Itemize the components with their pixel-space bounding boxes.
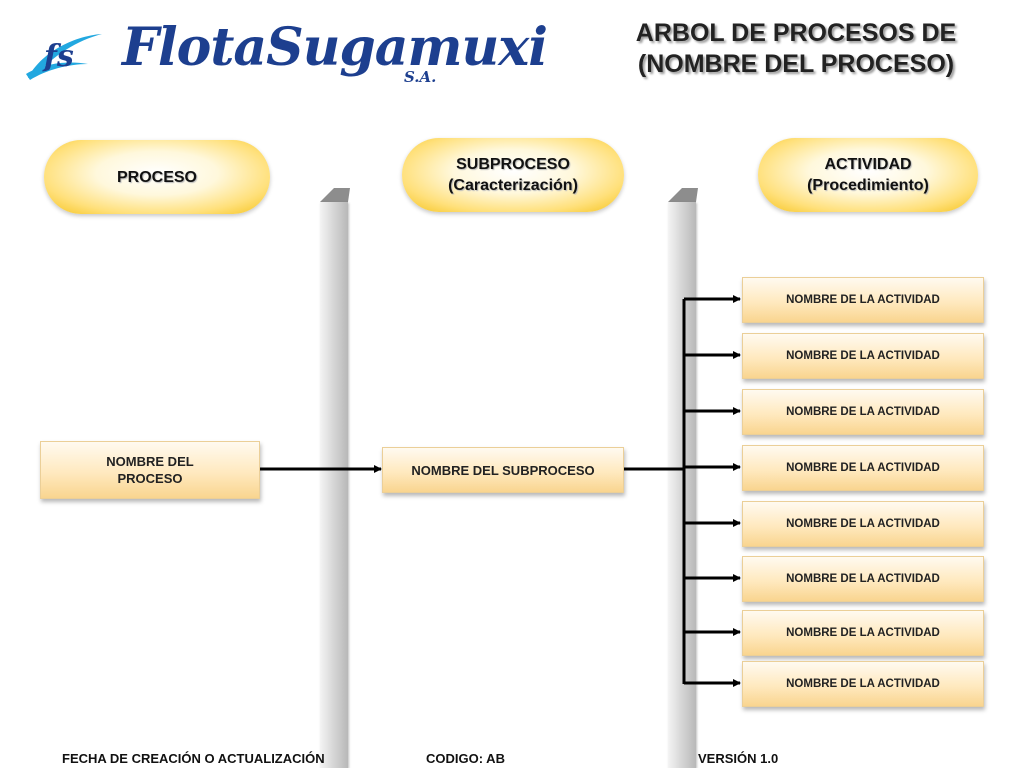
title-line-2: (NOMBRE DEL PROCESO) — [637, 50, 955, 79]
separator-bar-2-top — [668, 188, 698, 202]
logo-mark-text: fs — [42, 39, 74, 74]
proceso-box: NOMBRE DEL PROCESO — [40, 441, 260, 499]
actividad-label-3: NOMBRE DE LA ACTIVIDAD — [786, 406, 940, 418]
header-actividad-label: ACTIVIDAD — [824, 156, 912, 173]
actividad-label-4: NOMBRE DE LA ACTIVIDAD — [786, 462, 940, 474]
separator-bar-1-top — [320, 188, 350, 202]
actividad-box-4: NOMBRE DE LA ACTIVIDAD — [742, 445, 984, 491]
actividad-label-6: NOMBRE DE LA ACTIVIDAD — [786, 573, 940, 585]
header-actividad: ACTIVIDAD (Procedimiento) — [758, 138, 978, 212]
fs-logo-icon: fs — [26, 34, 102, 80]
footer-codigo: CODIGO: AB — [426, 751, 505, 766]
actividad-box-6: NOMBRE DE LA ACTIVIDAD — [742, 556, 984, 602]
actividad-box-1: NOMBRE DE LA ACTIVIDAD — [742, 277, 984, 323]
header-actividad-sublabel: (Procedimiento) — [807, 177, 929, 194]
actividad-label-1: NOMBRE DE LA ACTIVIDAD — [786, 294, 940, 306]
actividad-label-7: NOMBRE DE LA ACTIVIDAD — [786, 627, 940, 639]
title-line-1: ARBOL DE PROCESOS DE — [635, 19, 957, 47]
separator-bar-1 — [320, 202, 348, 768]
logo-wordmark: FlotaSugamuxi — [122, 17, 548, 78]
actividad-label-8: NOMBRE DE LA ACTIVIDAD — [786, 678, 940, 690]
page-title: ARBOL DE PROCESOS DE (NOMBRE DEL PROCESO… — [560, 18, 1024, 81]
header-proceso: PROCESO — [44, 140, 270, 214]
actividad-box-3: NOMBRE DE LA ACTIVIDAD — [742, 389, 984, 435]
actividad-box-5: NOMBRE DE LA ACTIVIDAD — [742, 501, 984, 547]
separator-bar-2 — [668, 202, 696, 768]
actividad-box-8: NOMBRE DE LA ACTIVIDAD — [742, 661, 984, 707]
footer-fecha: FECHA DE CREACIÓN O ACTUALIZACIÓN — [62, 751, 325, 766]
actividad-box-2: NOMBRE DE LA ACTIVIDAD — [742, 333, 984, 379]
subproceso-box-label: NOMBRE DEL SUBPROCESO — [411, 462, 595, 478]
subproceso-box: NOMBRE DEL SUBPROCESO — [382, 447, 624, 493]
logo-suffix: S.A. — [404, 68, 437, 86]
header-subproceso-sublabel: (Caracterización) — [448, 177, 578, 194]
header-subproceso: SUBPROCESO (Caracterización) — [402, 138, 624, 212]
footer-version: VERSIÓN 1.0 — [698, 751, 779, 766]
header-proceso-label: PROCESO — [116, 168, 197, 186]
header-subproceso-label: SUBPROCESO — [456, 156, 570, 173]
actividad-label-5: NOMBRE DE LA ACTIVIDAD — [786, 518, 940, 530]
proceso-box-label: NOMBRE DEL PROCESO — [106, 454, 194, 486]
actividad-label-2: NOMBRE DE LA ACTIVIDAD — [786, 350, 940, 362]
actividad-box-7: NOMBRE DE LA ACTIVIDAD — [742, 610, 984, 656]
